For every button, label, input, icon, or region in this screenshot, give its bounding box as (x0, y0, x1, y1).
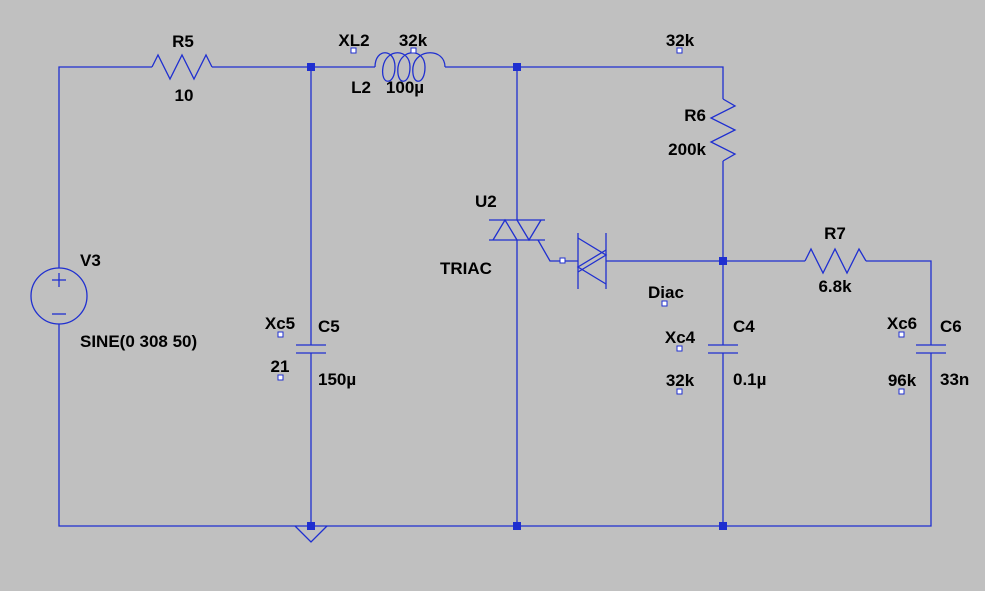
label-anchor-port (661, 300, 668, 307)
resistor-r6 (709, 98, 737, 162)
label-anchor-port (277, 374, 284, 381)
label-anchor-port (898, 388, 905, 395)
junction-node (513, 63, 521, 71)
xc4-label: Xc4 (665, 328, 696, 347)
label-anchor-port (410, 47, 417, 54)
ground-icon (294, 525, 328, 543)
v3-value: SINE(0 308 50) (80, 332, 197, 351)
capacitor-c5 (296, 344, 326, 354)
r6-name: R6 (684, 106, 706, 125)
junction-node (307, 63, 315, 71)
r5-value: 10 (175, 86, 194, 105)
c6-name: C6 (940, 317, 962, 336)
label-anchor-port (676, 388, 683, 395)
l2-name: L2 (351, 78, 371, 97)
c4-value: 0.1µ (733, 370, 766, 389)
c4-name: C4 (733, 317, 755, 336)
r7-name: R7 (824, 224, 846, 243)
label-anchor-port (559, 257, 566, 264)
diac-label: Diac (648, 283, 684, 302)
xl2-label: XL2 (338, 31, 369, 50)
c5-name: C5 (318, 317, 340, 336)
resistor-r7 (804, 247, 867, 275)
label-anchor-port (277, 331, 284, 338)
wire-c6-to-bottom (58, 324, 932, 527)
labels: R5 10 XL2 32k L2 100µ 32k R6 200k U2 TRI… (80, 31, 969, 390)
triac-u2 (489, 218, 545, 242)
top-node-reactance: 32k (666, 31, 695, 50)
xc6-label: Xc6 (887, 314, 917, 333)
capacitor-c6 (916, 344, 946, 354)
v3-name: V3 (80, 251, 101, 270)
resistor-r5 (151, 53, 213, 81)
voltage-source-v3 (30, 267, 88, 325)
label-anchor-port (898, 331, 905, 338)
diac-symbol (576, 233, 608, 289)
l2-value: 100µ (386, 78, 424, 97)
inductor-l2 (374, 52, 446, 82)
c5-value: 150µ (318, 370, 356, 389)
u2-name: U2 (475, 192, 497, 211)
junctions (307, 63, 727, 530)
c6-value: 33n (940, 370, 969, 389)
xc4-value: 32k (666, 371, 695, 390)
xc6-value: 96k (888, 371, 917, 390)
u2-value: TRIAC (440, 259, 492, 278)
junction-node (719, 257, 727, 265)
label-anchors (277, 47, 905, 395)
wire-gate (537, 239, 578, 262)
wire-left-top (58, 66, 152, 268)
xc5-label: Xc5 (265, 314, 295, 333)
junction-node (513, 522, 521, 530)
capacitor-c4 (708, 344, 738, 354)
xl2-value: 32k (399, 31, 428, 50)
label-anchor-port (350, 47, 357, 54)
wires (58, 66, 932, 527)
junction-node (307, 522, 315, 530)
r6-value: 200k (668, 140, 706, 159)
r7-value: 6.8k (818, 277, 852, 296)
label-anchor-port (676, 345, 683, 352)
xc5-value: 21 (271, 357, 290, 376)
r5-name: R5 (172, 32, 194, 51)
wire-r7-to-c6 (866, 260, 932, 345)
label-anchor-port (676, 47, 683, 54)
junction-node (719, 522, 727, 530)
wire-l2-to-r6 (445, 66, 724, 99)
